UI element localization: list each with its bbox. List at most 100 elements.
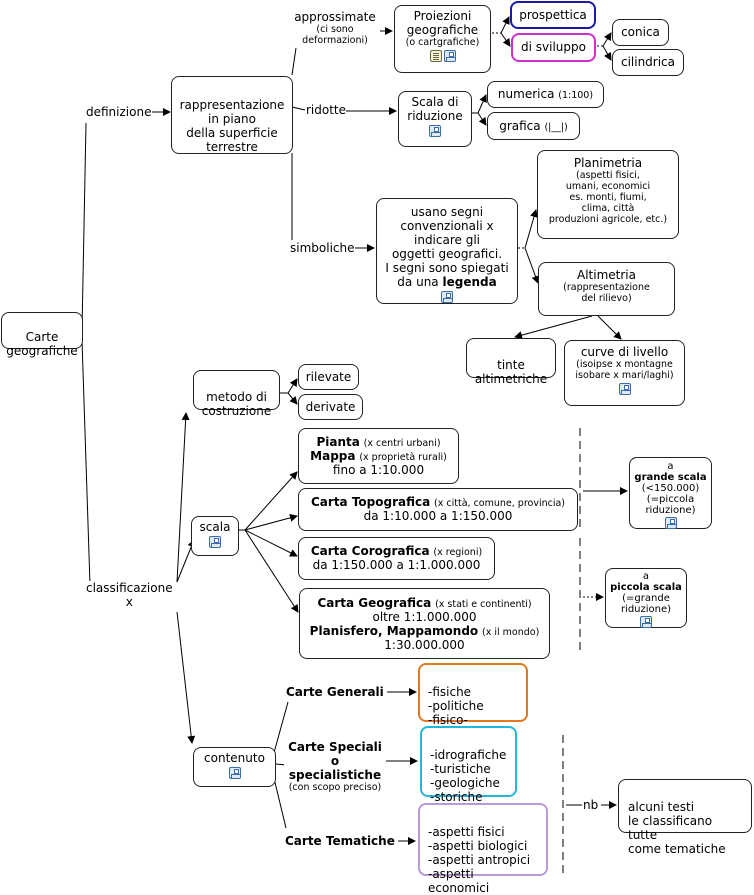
node-text: metodo di costruzione bbox=[201, 390, 272, 418]
map-link-icon[interactable] bbox=[228, 767, 241, 779]
label-ridotte: ridotte bbox=[306, 103, 347, 117]
map-link-icon[interactable] bbox=[443, 50, 456, 62]
node-title: Altimetria bbox=[577, 268, 636, 282]
node-carta-geografica[interactable]: Carta Geografica (x stati e continenti) … bbox=[299, 588, 550, 659]
node-text: conica bbox=[621, 25, 660, 39]
node-text: numerica bbox=[497, 87, 555, 101]
node-text: di sviluppo bbox=[521, 40, 586, 54]
node-subtitle: (o cartgrafiche) bbox=[405, 37, 480, 48]
document-icon[interactable] bbox=[429, 50, 442, 62]
node-title: Scala di riduzione bbox=[407, 95, 463, 123]
node-title: scala bbox=[199, 520, 231, 534]
label-carte-speciali: Carte Speciali o specialistiche (con sco… bbox=[284, 740, 386, 793]
node-range: da 1:150.000 a 1:1.000.000 bbox=[312, 558, 481, 572]
node-subtitle: (x città, comune, provincia) bbox=[434, 498, 565, 509]
map-link-icon[interactable] bbox=[209, 536, 221, 548]
node-text-bold: grande scala bbox=[634, 472, 707, 483]
node-text-bold: Carta Topografica bbox=[311, 495, 431, 509]
node-carte-generali-list[interactable]: -fisiche -politiche -fisico-politiche bbox=[418, 663, 528, 741]
node-di-sviluppo[interactable]: di sviluppo bbox=[511, 33, 596, 62]
map-link-icon[interactable] bbox=[640, 616, 652, 628]
node-rappresentazione[interactable]: rappresentazione in piano della superfic… bbox=[171, 76, 293, 154]
node-numerica[interactable]: numerica (1:100) bbox=[487, 81, 604, 108]
node-curve-di-livello[interactable]: curve di livello (isoipse x montagne iso… bbox=[564, 340, 685, 406]
node-range: fino a 1:10.000 bbox=[332, 463, 425, 477]
node-prospettica[interactable]: prospettica bbox=[510, 1, 596, 29]
node-conica[interactable]: conica bbox=[612, 19, 669, 46]
node-text-bold: Pianta bbox=[316, 435, 360, 449]
node-subtitle: (isoipse x montagne isobare x mari/laghi… bbox=[575, 359, 674, 381]
node-subtitle: (x regioni) bbox=[433, 547, 483, 558]
node-text: a bbox=[642, 571, 650, 582]
node-text: a bbox=[667, 461, 674, 472]
node-segni-convenzionali[interactable]: usano segni convenzionali x indicare gli… bbox=[376, 198, 518, 304]
node-text: Carte geografiche bbox=[6, 330, 78, 358]
node-title: curve di livello bbox=[580, 345, 669, 359]
node-text-bold: Planisfero, Mappamondo bbox=[309, 624, 479, 638]
link-root-definizione bbox=[81, 122, 87, 331]
node-text-bold: Mappa bbox=[310, 449, 356, 463]
node-text: alcuni testi le classificano tutte come … bbox=[628, 800, 726, 856]
map-link-icon[interactable] bbox=[441, 291, 453, 303]
label-approssimate-text: approssimate bbox=[294, 10, 376, 24]
map-link-icon[interactable] bbox=[664, 517, 677, 529]
node-text: derivate bbox=[305, 400, 356, 414]
node-text: rilevate bbox=[305, 370, 352, 384]
node-carta-topografica[interactable]: Carta Topografica (x città, comune, prov… bbox=[298, 488, 578, 531]
node-carte-geografiche[interactable]: Carte geografiche bbox=[1, 312, 83, 358]
label-carte-generali: Carte Generali bbox=[286, 685, 384, 699]
node-subtitle: (|__|) bbox=[544, 122, 568, 133]
label-classificazione: classificazione x bbox=[86, 581, 173, 609]
node-tinte-altimetriche[interactable]: tinte altimetriche bbox=[466, 338, 556, 386]
node-text: grafica bbox=[499, 119, 541, 133]
label-carte-tematiche: Carte Tematiche bbox=[285, 834, 395, 848]
label-nb: nb bbox=[583, 798, 599, 812]
node-carta-corografica[interactable]: Carta Corografica (x regioni) da 1:150.0… bbox=[298, 537, 495, 580]
label-simboliche: simboliche bbox=[290, 241, 355, 255]
node-contenuto[interactable]: contenuto bbox=[193, 747, 276, 787]
node-planimetria[interactable]: Planimetria (aspetti fisici, umani, econ… bbox=[537, 150, 679, 239]
node-text-bold: piccola scala bbox=[610, 582, 682, 593]
node-text-bold: legenda bbox=[442, 275, 497, 289]
node-piccola-scala[interactable]: a piccola scala (=grande riduzione) bbox=[605, 568, 687, 628]
node-range: oltre 1:1.000.000 bbox=[372, 610, 477, 624]
node-proiezioni-geografiche[interactable]: Proiezioni geografiche (o cartgrafiche) bbox=[394, 5, 491, 73]
node-subtitle: (rappresentazione del rilievo) bbox=[563, 282, 650, 304]
node-carte-speciali-list[interactable]: -idrografiche -turistiche -geologiche -s… bbox=[420, 726, 517, 804]
node-cilindrica[interactable]: cilindrica bbox=[612, 49, 684, 76]
label-carte-generali-text: Carte Generali bbox=[286, 685, 384, 699]
map-link-icon[interactable] bbox=[618, 383, 631, 395]
node-grafica[interactable]: grafica (|__|) bbox=[487, 112, 580, 140]
node-text: -idrografiche -turistiche -geologiche -s… bbox=[430, 748, 507, 804]
node-subtitle: (x il mondo) bbox=[482, 627, 540, 638]
node-derivate[interactable]: derivate bbox=[298, 394, 363, 420]
node-title: Planimetria bbox=[573, 156, 643, 170]
map-link-icon[interactable] bbox=[429, 125, 441, 137]
node-subtitle: (1:100) bbox=[558, 90, 594, 101]
node-text: rappresentazione in piano della superfic… bbox=[179, 98, 285, 154]
node-scala[interactable]: scala bbox=[191, 516, 239, 556]
link-root-classificazione bbox=[81, 339, 91, 586]
node-range: da 1:10.000 a 1:150.000 bbox=[363, 509, 513, 523]
node-scala-di-riduzione[interactable]: Scala di riduzione bbox=[398, 91, 472, 147]
node-subtitle: (=grande riduzione) bbox=[620, 593, 672, 615]
label-approssimate-sub: (ci sono deformazioni) bbox=[302, 24, 368, 46]
node-subtitle: (<150.000) (=piccola riduzione) bbox=[641, 483, 700, 516]
node-text-bold: Carta Geografica bbox=[317, 596, 432, 610]
node-altimetria[interactable]: Altimetria (rappresentazione del rilievo… bbox=[538, 262, 675, 316]
label-carte-speciali-text: Carte Speciali o specialistiche bbox=[288, 740, 382, 782]
node-grande-scala[interactable]: a grande scala (<150.000) (=piccola ridu… bbox=[629, 457, 712, 529]
link-rapp-approssimate bbox=[291, 47, 297, 76]
node-nb-note[interactable]: alcuni testi le classificano tutte come … bbox=[618, 779, 752, 856]
node-rilevate[interactable]: rilevate bbox=[298, 364, 359, 390]
node-title: Proiezioni geografiche bbox=[406, 9, 479, 37]
label-definizione: definizione bbox=[86, 105, 152, 119]
node-text-bold: Carta Corografica bbox=[310, 544, 430, 558]
label-carte-tematiche-text: Carte Tematiche bbox=[285, 834, 395, 848]
node-pianta-mappa[interactable]: Pianta (x centri urbani) Mappa (x propri… bbox=[298, 428, 459, 484]
node-text: usano segni convenzionali x indicare gli… bbox=[385, 205, 509, 289]
node-metodo-di-costruzione[interactable]: metodo di costruzione bbox=[193, 370, 280, 418]
node-subtitle: (x stati e continenti) bbox=[435, 599, 532, 610]
node-carte-tematiche-list[interactable]: -aspetti fisici -aspetti biologici -aspe… bbox=[418, 803, 548, 895]
